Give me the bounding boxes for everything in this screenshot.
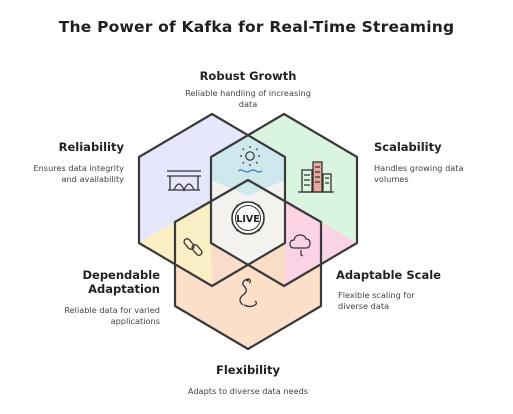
label-reliability: Reliability bbox=[58, 140, 124, 154]
label-scalability: Scalability bbox=[374, 140, 442, 154]
snake-icon bbox=[239, 278, 258, 308]
label-robust-growth: Robust Growth bbox=[199, 69, 297, 83]
label-dependable-adaptation-line1: Dependable bbox=[82, 268, 160, 282]
desc-dependable-adaptation-line1: Reliable data for varied bbox=[64, 305, 160, 315]
desc-adaptable-scale-line1: Flexible scaling for bbox=[338, 290, 415, 300]
region-dependable-adaptation bbox=[175, 201, 212, 286]
chain-link-icon bbox=[183, 238, 203, 256]
desc-reliability-line2: and availability bbox=[61, 174, 124, 184]
desc-scalability-line2: volumes bbox=[374, 174, 409, 184]
desc-flexibility: Adapts to diverse data needs bbox=[187, 386, 309, 396]
desc-adaptable-scale-line2: diverse data bbox=[338, 301, 390, 311]
desc-reliability-line1: Ensures data integrity bbox=[33, 163, 124, 173]
region-adaptable-scale-2 bbox=[321, 222, 357, 264]
label-flexibility: Flexibility bbox=[215, 363, 280, 377]
desc-robust-growth-line2: data bbox=[238, 99, 258, 109]
page-title: The Power of Kafka for Real-Time Streami… bbox=[58, 18, 455, 36]
city-buildings-icon bbox=[298, 161, 334, 193]
label-adaptable-scale: Adaptable Scale bbox=[336, 268, 441, 282]
label-dependable-adaptation-line2: Adaptation bbox=[88, 282, 160, 296]
live-badge-label: LIVE bbox=[236, 214, 259, 225]
hexagon-reliability-outline bbox=[137, 112, 287, 288]
live-badge-icon: LIVE bbox=[231, 201, 265, 235]
cloud-rain-icon bbox=[289, 234, 311, 257]
desc-scalability-line1: Handles growing data bbox=[374, 163, 464, 173]
sun-icon bbox=[237, 146, 263, 173]
desc-robust-growth-line1: Reliable handling of increasing bbox=[185, 88, 311, 98]
region-robust-growth bbox=[211, 135, 285, 196]
hexagon-scalability-outline bbox=[209, 112, 359, 288]
desc-dependable-adaptation-line2: applications bbox=[110, 316, 160, 326]
region-adaptable-scale bbox=[285, 201, 321, 286]
bridge-icon bbox=[167, 170, 201, 192]
hexagon-flexibility-outline bbox=[173, 178, 323, 351]
region-dependable-adaptation-2 bbox=[139, 222, 175, 264]
